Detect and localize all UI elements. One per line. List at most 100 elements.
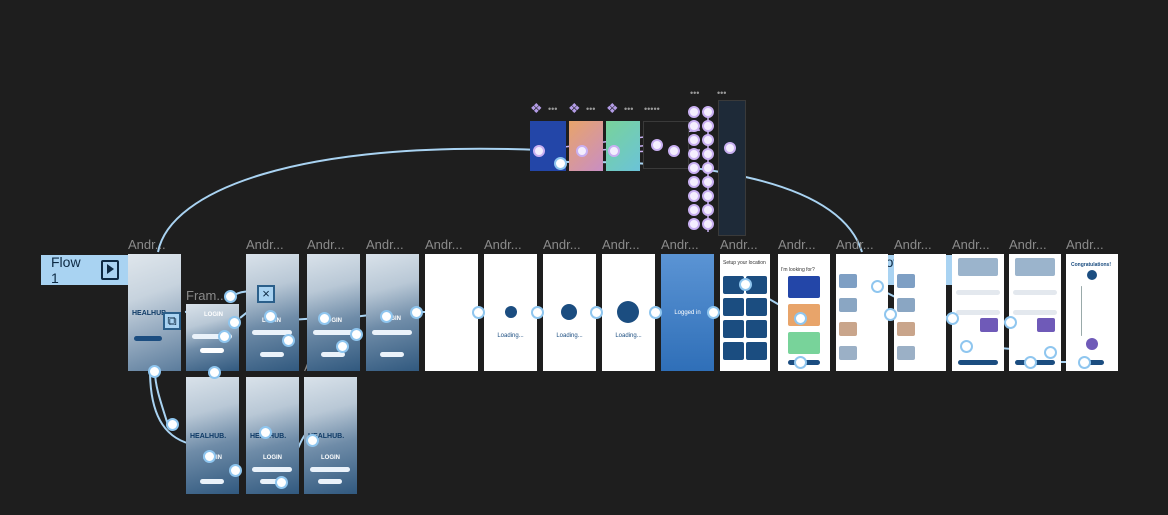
interaction-node[interactable] <box>702 148 714 160</box>
connection-node[interactable] <box>350 328 363 341</box>
login-input[interactable] <box>372 330 412 335</box>
location-card[interactable] <box>746 342 767 360</box>
more-icon[interactable]: ••• <box>624 104 634 114</box>
interaction-node[interactable] <box>608 145 620 157</box>
frame-label[interactable]: Andr... <box>836 237 874 252</box>
screen-blank[interactable] <box>425 254 478 371</box>
component-small-frame[interactable] <box>643 121 689 169</box>
connection-node[interactable] <box>649 306 662 319</box>
connection-node[interactable] <box>871 280 884 293</box>
frame-label[interactable]: Andr... <box>661 237 699 252</box>
interaction-node[interactable] <box>702 106 714 118</box>
connection-node[interactable] <box>1044 346 1057 359</box>
connection-node[interactable] <box>259 426 272 439</box>
list-item[interactable] <box>897 298 915 312</box>
interaction-node[interactable] <box>688 176 700 188</box>
screen-booking-form[interactable] <box>952 254 1004 371</box>
connection-node[interactable] <box>336 340 349 353</box>
screen-signup-2[interactable]: HEALHUB. LOGIN <box>246 377 299 494</box>
login-button[interactable] <box>200 479 224 484</box>
more-icon[interactable]: ••• <box>717 88 727 98</box>
frame-label[interactable]: Andr... <box>307 237 345 252</box>
more-icon[interactable]: ••• <box>548 104 558 114</box>
interaction-node[interactable] <box>688 162 700 174</box>
frame-label[interactable]: Andr... <box>1009 237 1047 252</box>
list-item[interactable] <box>839 298 857 312</box>
connection-node[interactable] <box>275 476 288 489</box>
interaction-node[interactable] <box>688 190 700 202</box>
login-input[interactable] <box>252 467 292 472</box>
connection-node[interactable] <box>794 312 807 325</box>
interaction-node[interactable] <box>576 145 588 157</box>
connection-node[interactable] <box>229 464 242 477</box>
login-input[interactable] <box>192 334 232 339</box>
screen-login-2[interactable]: LOGIN <box>307 254 360 371</box>
connection-node[interactable] <box>590 306 603 319</box>
frame-label[interactable]: Andr... <box>484 237 522 252</box>
screen-setup-location[interactable]: Setup your location <box>720 254 770 371</box>
interaction-node[interactable] <box>688 134 700 146</box>
frame-label[interactable]: Andr... <box>1066 237 1104 252</box>
option-tile[interactable] <box>788 332 820 354</box>
connection-node[interactable] <box>218 330 231 343</box>
connection-node[interactable] <box>208 366 221 379</box>
screen-splash[interactable]: HEALHUB. <box>128 254 181 371</box>
more-icon[interactable]: ••••• <box>644 104 660 114</box>
list-item[interactable] <box>897 346 915 360</box>
component-tall-frame[interactable] <box>718 100 746 236</box>
screen-signup-1[interactable]: HEALHUB. LOGIN <box>186 377 239 494</box>
connection-node[interactable] <box>306 434 319 447</box>
location-card[interactable] <box>723 320 744 338</box>
form-field[interactable] <box>956 290 1000 295</box>
frame-label[interactable]: Andr... <box>366 237 404 252</box>
login-button[interactable] <box>318 479 342 484</box>
interaction-node[interactable] <box>702 190 714 202</box>
copy-frame-icon[interactable]: ⧉ <box>163 312 181 330</box>
connection-node[interactable] <box>946 312 959 325</box>
interaction-node[interactable] <box>688 148 700 160</box>
list-item[interactable] <box>839 274 857 288</box>
connection-node[interactable] <box>166 418 179 431</box>
component-set-icon[interactable]: ❖ <box>606 100 619 116</box>
connection-node[interactable] <box>282 334 295 347</box>
connection-node[interactable] <box>380 310 393 323</box>
frame-label[interactable]: Andr... <box>602 237 640 252</box>
connection-node[interactable] <box>203 450 216 463</box>
connection-node[interactable] <box>224 290 237 303</box>
screen-login-frame[interactable]: LOGIN <box>186 304 239 371</box>
frame-label[interactable]: Andr... <box>246 237 284 252</box>
connection-node[interactable] <box>148 365 161 378</box>
interaction-node[interactable] <box>688 204 700 216</box>
option-tile[interactable] <box>788 276 820 298</box>
location-card[interactable] <box>723 276 744 294</box>
play-flow-icon[interactable] <box>101 260 119 280</box>
location-card[interactable] <box>746 298 767 316</box>
connection-node[interactable] <box>472 306 485 319</box>
list-item[interactable] <box>897 322 915 336</box>
interaction-node[interactable] <box>702 204 714 216</box>
connection-node[interactable] <box>1078 356 1091 369</box>
connection-node[interactable] <box>1024 356 1037 369</box>
location-card[interactable] <box>723 298 744 316</box>
screen-hospital-list-2[interactable] <box>894 254 946 371</box>
login-input[interactable] <box>313 330 353 335</box>
location-card[interactable] <box>723 342 744 360</box>
list-item[interactable] <box>839 346 857 360</box>
interaction-node[interactable] <box>668 145 680 157</box>
location-card[interactable] <box>746 320 767 338</box>
connection-node[interactable] <box>1004 316 1017 329</box>
connection-node[interactable] <box>884 308 897 321</box>
interaction-node[interactable] <box>702 176 714 188</box>
frame-label[interactable]: Fram... <box>186 288 228 303</box>
interaction-node[interactable] <box>651 139 663 151</box>
interaction-node[interactable] <box>688 106 700 118</box>
login-button[interactable] <box>321 352 345 357</box>
list-item[interactable] <box>839 322 857 336</box>
login-input[interactable] <box>310 467 350 472</box>
flow-1-badge[interactable]: Flow 1 <box>41 254 129 286</box>
interaction-node[interactable] <box>533 145 545 157</box>
interaction-node[interactable] <box>702 120 714 132</box>
screen-loading-1[interactable]: Loading... <box>484 254 537 371</box>
interaction-node[interactable] <box>702 218 714 230</box>
